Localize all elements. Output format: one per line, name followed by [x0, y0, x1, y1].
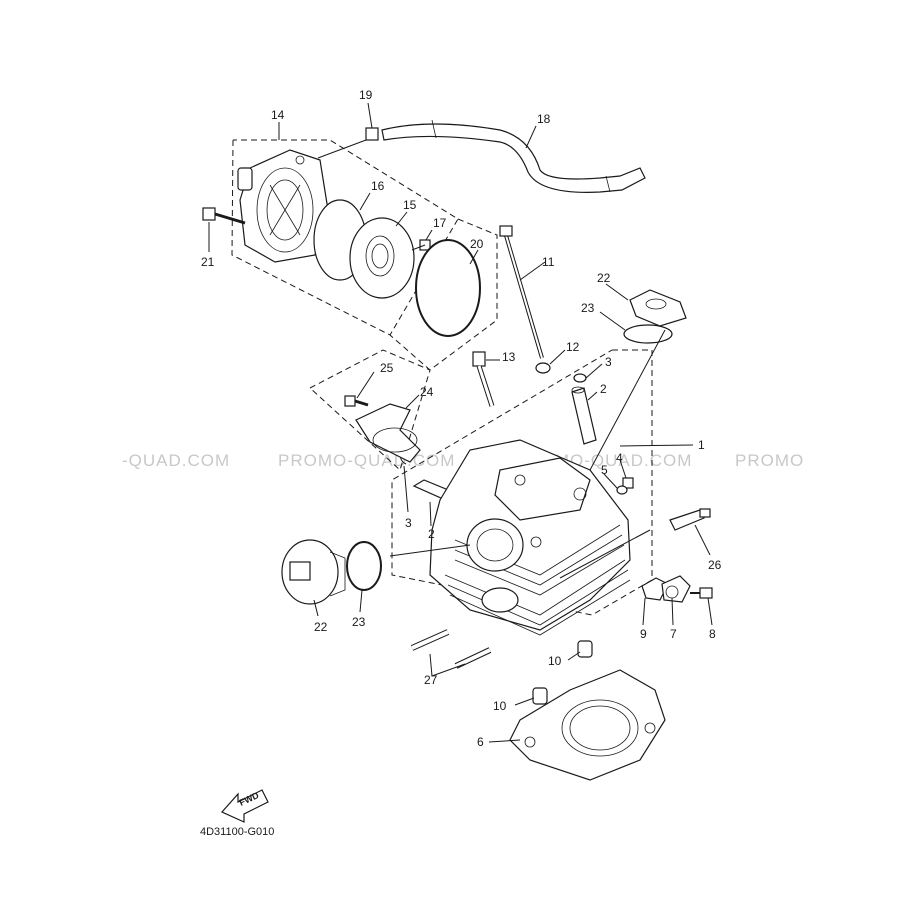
callout-27: 27 — [424, 673, 438, 687]
watermark-text-4: PROMO — [735, 451, 804, 470]
watermark-text-1: -QUAD.COM — [122, 451, 230, 470]
callout-6: 6 — [477, 735, 484, 749]
large-o-ring — [415, 239, 481, 337]
long-stud — [499, 225, 544, 359]
drawing-code: 4D31100-G010 — [200, 826, 274, 838]
plug-o-ring-lower — [346, 541, 382, 591]
cylinder-head-group-outline — [391, 349, 653, 616]
filler-cap-upper — [629, 289, 687, 327]
intake-bracket — [355, 403, 421, 463]
callout-1: 1 — [698, 438, 705, 452]
side-cover-bolt — [690, 587, 713, 599]
callout-20: 20 — [470, 237, 484, 251]
callout-11: 11 — [542, 255, 555, 269]
tappet-bolt — [622, 477, 634, 489]
callout-labels: 1 2 2 3 3 4 5 6 7 8 9 10 10 11 12 13 14 … — [201, 88, 722, 749]
callout-19: 19 — [359, 88, 373, 102]
tappet-washer — [616, 485, 628, 495]
callout-12: 12 — [566, 340, 580, 354]
callout-10-lower: 10 — [493, 699, 507, 713]
callout-23-lower: 23 — [352, 615, 366, 629]
plate-bolt — [411, 239, 431, 251]
head-bolt — [472, 351, 495, 407]
sprocket-cover-plate — [349, 217, 415, 299]
callout-13: 13 — [502, 350, 516, 364]
cap-o-ring-upper — [623, 324, 673, 344]
callout-14: 14 — [271, 108, 285, 122]
callout-10-upper: 10 — [548, 654, 562, 668]
callout-4: 4 — [616, 451, 623, 465]
bracket-bolt — [344, 395, 369, 407]
callout-3-upper: 3 — [605, 355, 612, 369]
callout-16: 16 — [371, 179, 385, 193]
callout-26: 26 — [708, 558, 722, 572]
plug-cap-lower — [281, 539, 346, 605]
dowel-pin-lower — [532, 687, 548, 705]
callout-22-lower: 22 — [314, 620, 328, 634]
group-outlines — [231, 139, 653, 616]
callout-15: 15 — [403, 198, 417, 212]
callout-23-upper: 23 — [581, 301, 595, 315]
callout-24: 24 — [420, 385, 434, 399]
hose-clip — [365, 127, 379, 141]
spark-plug — [669, 508, 711, 531]
callout-9: 9 — [640, 627, 647, 641]
callout-7: 7 — [670, 627, 677, 641]
callout-2-lower: 2 — [428, 527, 435, 541]
dowel-pin-upper — [577, 640, 593, 658]
breather-hose — [381, 119, 646, 193]
side-cover — [661, 575, 691, 603]
callout-2-upper: 2 — [600, 382, 607, 396]
cover-bolt — [202, 207, 246, 225]
circlip-right — [573, 373, 587, 383]
fwd-arrow-icon: FWD — [221, 789, 269, 823]
callout-8: 8 — [709, 627, 716, 641]
watermark-text-2: PROMO-QUAD.COM — [278, 451, 455, 470]
leader-lines — [208, 102, 713, 743]
intake-group-outline — [309, 349, 431, 471]
callout-25: 25 — [380, 361, 394, 375]
callout-18: 18 — [537, 112, 551, 126]
callout-22-upper: 22 — [597, 271, 611, 285]
stud-washer — [535, 362, 551, 374]
cylinder-head — [429, 439, 631, 636]
cam-sprocket-cover-group-outline — [231, 139, 459, 336]
callout-21: 21 — [201, 255, 215, 269]
callout-3-lower: 3 — [405, 516, 412, 530]
exhaust-studs — [410, 629, 492, 669]
callout-17: 17 — [433, 216, 447, 230]
cam-sprocket-cover — [237, 149, 329, 263]
callout-5: 5 — [601, 463, 608, 477]
head-gasket — [509, 669, 666, 781]
valve-guide-right — [571, 386, 597, 445]
